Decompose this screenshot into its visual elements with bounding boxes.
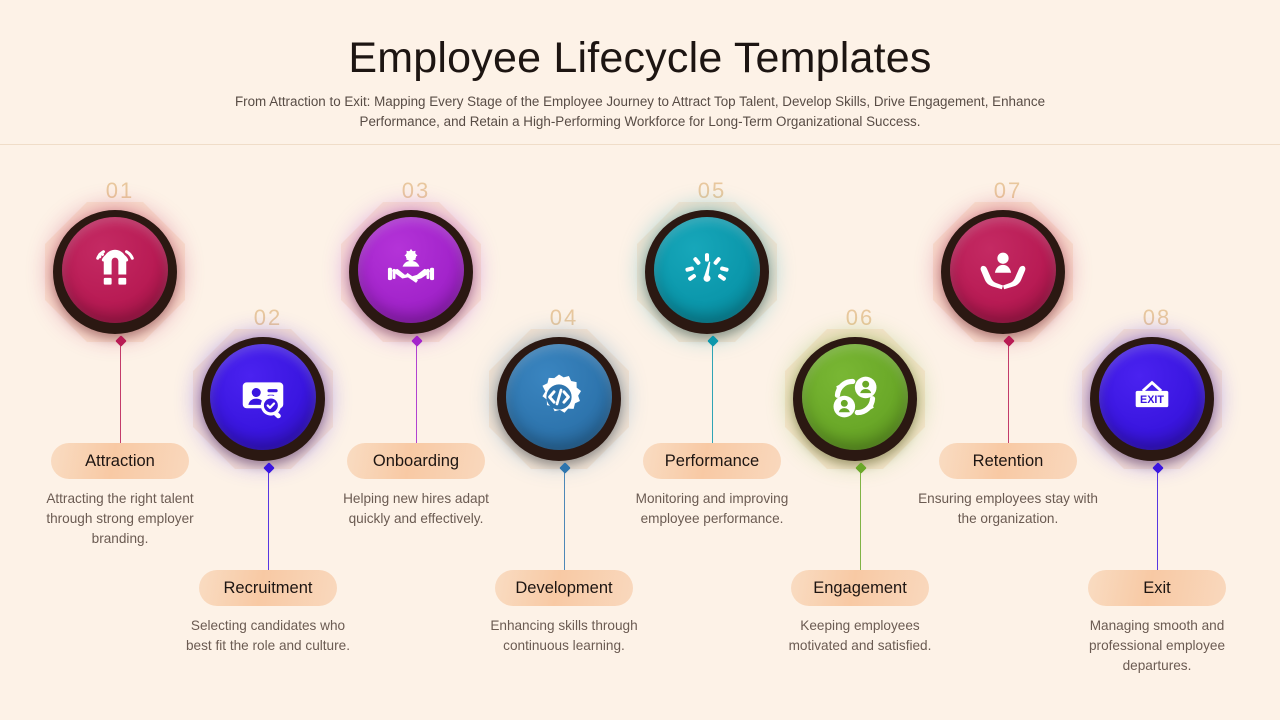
stage-label-recruitment[interactable]: Recruitment <box>199 570 337 606</box>
handshake-icon <box>387 248 435 283</box>
stage-badge-retention[interactable] <box>933 202 1073 342</box>
badge-disc <box>210 344 316 450</box>
connector-stem <box>268 468 269 570</box>
page-title: Employee Lifecycle Templates <box>348 34 932 82</box>
stage-number-01: 01 <box>105 178 135 203</box>
stage-badge-performance[interactable] <box>637 202 777 342</box>
stage-description-onboarding: Helping new hires adapt quickly and effe… <box>343 491 489 526</box>
badge-disc <box>358 217 464 323</box>
connector-line <box>1002 335 1015 443</box>
stage-label-onboarding[interactable]: Onboarding <box>347 443 485 479</box>
badge-disc: EXIT <box>1099 344 1205 450</box>
stage-label-engagement[interactable]: Engagement <box>791 570 929 606</box>
badge-disc <box>506 344 612 450</box>
connector-line <box>854 462 867 570</box>
stage-badge-attraction[interactable] <box>45 202 185 342</box>
badge-disc <box>62 217 168 323</box>
connector-stem <box>1008 341 1009 443</box>
stage-badge-exit[interactable]: EXIT <box>1082 329 1222 469</box>
connector-line <box>114 335 127 443</box>
exit-sign-icon: EXIT <box>1135 380 1169 408</box>
badge-disc <box>802 344 908 450</box>
stage-number-04: 04 <box>549 305 579 330</box>
stage-badge-engagement[interactable] <box>785 329 925 469</box>
stage-label-attraction[interactable]: Attraction <box>51 443 189 479</box>
person-in-hands-icon <box>980 252 1026 290</box>
stage-badge-onboarding[interactable] <box>341 202 481 342</box>
connector-line <box>1151 462 1164 570</box>
stage-number-02: 02 <box>253 305 283 330</box>
stage-label-performance[interactable]: Performance <box>643 443 781 479</box>
stage-description-development: Enhancing skills through continuous lear… <box>490 618 638 653</box>
connector-line <box>558 462 571 570</box>
stage-description-exit: Managing smooth and professional employe… <box>1088 618 1226 673</box>
stage-label-development[interactable]: Development <box>495 570 633 606</box>
candidate-search-icon <box>242 382 284 419</box>
stage-description-recruitment: Selecting candidates who best fit the ro… <box>186 618 350 653</box>
stage-badge-development[interactable] <box>489 329 629 469</box>
connector-stem <box>712 341 713 443</box>
gear-code-icon <box>542 374 582 413</box>
people-exchange-icon <box>833 376 877 418</box>
page-subtitle: From Attraction to Exit: Mapping Every S… <box>234 94 1046 129</box>
stage-description-attraction: Attracting the right talent through stro… <box>46 491 194 546</box>
connector-stem <box>860 468 861 570</box>
header: Employee Lifecycle Templates From Attrac… <box>0 0 1280 145</box>
connector-line <box>410 335 423 443</box>
stage-description-retention: Ensuring employees stay with the organiz… <box>918 491 1098 526</box>
connector-stem <box>416 341 417 443</box>
badge-disc <box>950 217 1056 323</box>
connector-stem <box>120 341 121 443</box>
connector-line <box>262 462 275 570</box>
stage-label-retention[interactable]: Retention <box>939 443 1077 479</box>
badge-disc <box>654 217 760 323</box>
connector-stem <box>564 468 565 570</box>
stage-number-07: 07 <box>993 178 1023 203</box>
stage-badge-recruitment[interactable] <box>193 329 333 469</box>
stage-label-exit[interactable]: Exit <box>1088 570 1226 606</box>
stage-number-08: 08 <box>1142 305 1172 330</box>
stage-number-05: 05 <box>697 178 727 203</box>
stage-description-engagement: Keeping employees motivated and satisfie… <box>788 618 932 653</box>
stage-description-performance: Monitoring and improving employee perfor… <box>635 491 789 526</box>
stage-number-06: 06 <box>845 305 875 330</box>
gauge-icon <box>685 253 729 282</box>
magnet-icon <box>96 249 134 285</box>
connector-line <box>706 335 719 443</box>
svg-text:EXIT: EXIT <box>1140 394 1164 406</box>
stage-number-03: 03 <box>401 178 431 203</box>
connector-stem <box>1157 468 1158 570</box>
